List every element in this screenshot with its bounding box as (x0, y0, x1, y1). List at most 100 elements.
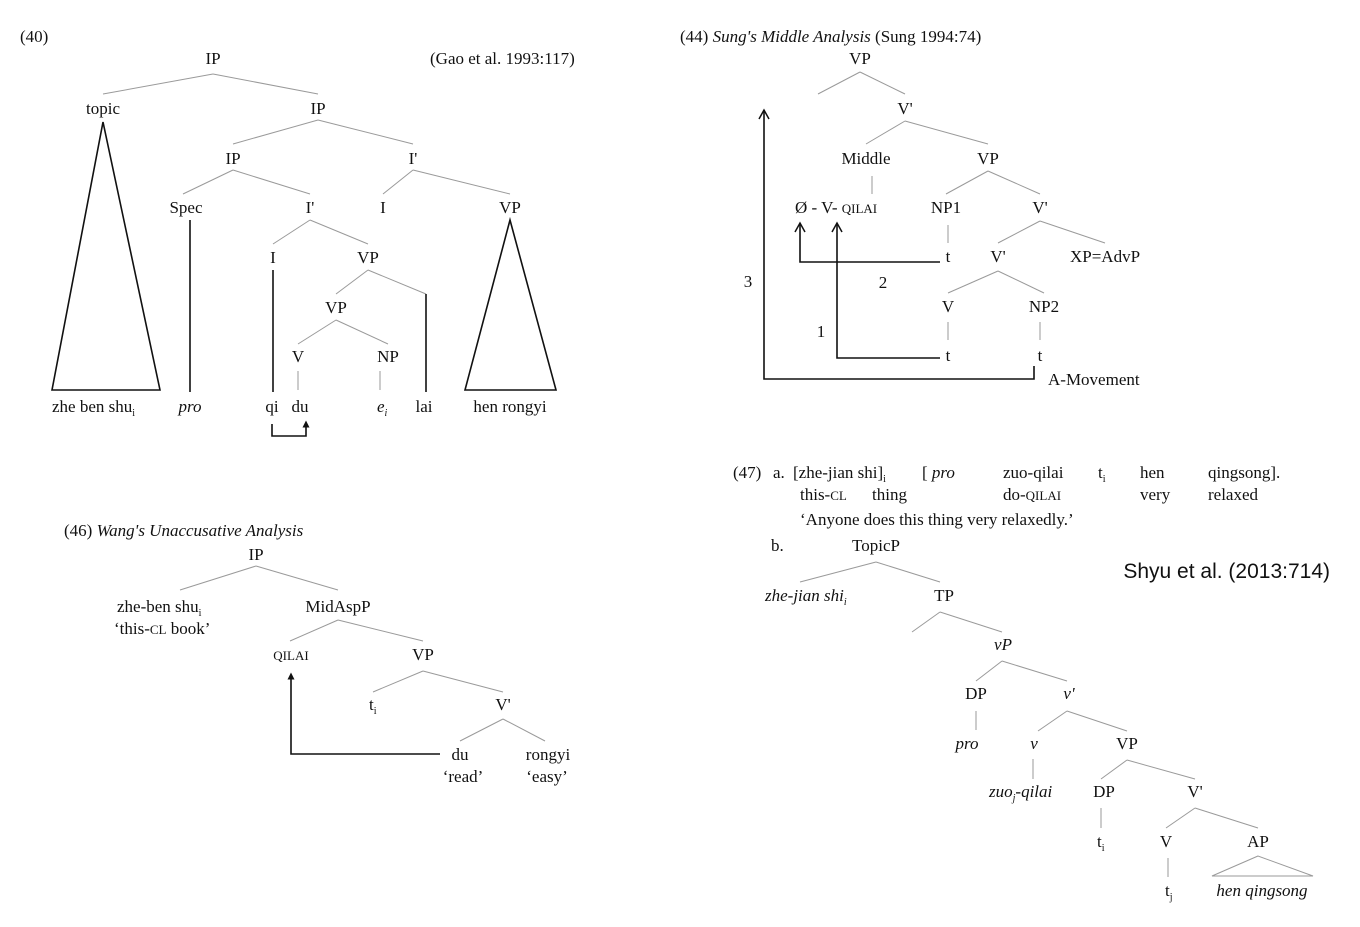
tree40-spec: Spec (169, 198, 203, 217)
tree44-heading: (44) Sung's Middle Analysis (Sung 1994:7… (680, 27, 981, 46)
ex47-word-1: [zhe-jian shi]i (793, 463, 886, 485)
tree40-np: NP (377, 347, 399, 366)
tree40-i-2: I (270, 248, 276, 267)
ex47-tp: TP (934, 586, 954, 605)
tree46-rongyi: rongyi (526, 745, 571, 764)
tree46-subject-gloss: ‘this-CL book’ (114, 619, 210, 638)
tree44-middle-leaf: Ø - V- QILAI (795, 198, 877, 217)
ex47-word-4: ti (1098, 463, 1106, 485)
tree46-vp: VP (412, 645, 434, 664)
tree44-branches (817, 71, 1106, 340)
tree44-v-bar-2: V' (1032, 198, 1047, 217)
tree46-qilai: QILAI (273, 648, 308, 663)
tree46-ip: IP (248, 545, 263, 564)
ex47-pro: pro (955, 734, 979, 753)
tree40-leaf-du: du (292, 397, 310, 416)
ex47-number: (47) (733, 463, 761, 482)
tree40-ip-top: IP (205, 49, 220, 68)
tree44-label-3: 3 (744, 272, 753, 291)
tree44-a-movement: A-Movement (1048, 370, 1140, 389)
tree40-citation: (Gao et al. 1993:117) (430, 49, 575, 68)
tree44-np1: NP1 (931, 198, 961, 217)
tree40-leaf-qi: qi (265, 397, 279, 416)
tree40-vp-1: VP (499, 198, 521, 217)
ex47-ap: AP (1247, 832, 1269, 851)
ex47-vp: VP (1116, 734, 1138, 753)
ex47-gloss-2: thing (872, 485, 907, 504)
tree46-du: du (452, 745, 470, 764)
ex47-v: V (1160, 832, 1173, 851)
ex47-word-2: [ pro (922, 463, 955, 482)
tree-46: (46) Wang's Unaccusative Analysis IP zhe… (64, 521, 570, 786)
tree44-movement-arrow-1 (831, 221, 940, 359)
tree40-number: (40) (20, 27, 48, 46)
ex47-zuo-qilai: zuoj-qilai (988, 782, 1053, 804)
ex47-trace-i: ti (1097, 832, 1105, 854)
ex47-v-bar: V' (1187, 782, 1202, 801)
ex47-little-v-bar: v' (1063, 684, 1075, 703)
ex47-dp-2: DP (1093, 782, 1115, 801)
tree40-leaf-e: ei (377, 397, 388, 419)
tree40-leaf-zhe: zhe ben shui (52, 397, 135, 419)
tree44-label-1: 1 (817, 322, 826, 341)
tree46-subject: zhe-ben shui (117, 597, 202, 619)
ex47-word-6: qingsong]. (1208, 463, 1280, 482)
ex47-word-5: hen (1140, 463, 1165, 482)
ex47-translation: ‘Anyone does this thing very relaxedly.’ (800, 510, 1074, 529)
ex47-little-v: v (1030, 734, 1038, 753)
ex47-gloss-1: this-CL (800, 485, 847, 504)
tree44-trace-2: t (946, 346, 951, 365)
tree46-branches (179, 565, 546, 742)
tree46-heading: (46) Wang's Unaccusative Analysis (64, 521, 304, 540)
ex47-a-label: a. (773, 463, 785, 482)
tree44-middle: Middle (841, 149, 890, 168)
tree-40: (40) (Gao et al. 1993:117) IP (20, 27, 575, 437)
tree46-du-gloss: ‘read’ (443, 767, 484, 786)
tree40-i-bar-1: I' (409, 149, 418, 168)
tree40-ip-2: IP (310, 99, 325, 118)
example-47: (47) a. [zhe-jian shi]i [ pro zuo-qilai … (733, 463, 1330, 903)
tree40-leaf-hen: hen rongyi (473, 397, 546, 416)
ex47-topic: zhe-jian shii (764, 586, 847, 608)
tree44-vp-top: VP (849, 49, 871, 68)
tree44-np2: NP2 (1029, 297, 1059, 316)
tree44-movement-arrow-3 (758, 108, 1035, 380)
ex47-b-label: b. (771, 536, 784, 555)
tree40-i-bar-2: I' (306, 198, 315, 217)
ex47-attribution: Shyu et al. (2013:714) (1123, 560, 1330, 583)
tree46-midaspp: MidAspP (305, 597, 370, 616)
tree44-trace-1: t (946, 247, 951, 266)
ex47-tree-branches (799, 561, 1314, 877)
ex47-trace-j: tj (1165, 881, 1173, 903)
ex47-gloss-3: do-QILAI (1003, 485, 1061, 504)
tree44-v-bar-1: V' (897, 99, 912, 118)
ex47-word-3: zuo-qilai (1003, 463, 1064, 482)
ex47-little-vp: vP (994, 635, 1012, 654)
tree44-label-2: 2 (879, 273, 888, 292)
tree40-branches (51, 73, 558, 392)
tree40-i-1: I (380, 198, 386, 217)
tree44-xp-advp: XP=AdvP (1070, 247, 1140, 266)
tree46-trace: ti (369, 695, 377, 717)
tree-44: (44) Sung's Middle Analysis (Sung 1994:7… (680, 27, 1140, 389)
tree46-movement-arrow (287, 672, 440, 755)
tree46-v-bar: V' (495, 695, 510, 714)
tree40-head-movement-arrow (271, 420, 310, 437)
tree44-v-bar-3: V' (990, 247, 1005, 266)
tree40-v: V (292, 347, 305, 366)
tree40-leaf-pro: pro (178, 397, 202, 416)
tree44-movement-arrow-2 (794, 221, 940, 263)
tree40-vp-2: VP (357, 248, 379, 267)
tree40-topic: topic (86, 99, 120, 118)
tree46-rongyi-gloss: ‘easy’ (526, 767, 568, 786)
ex47-dp-1: DP (965, 684, 987, 703)
tree40-ip-3: IP (225, 149, 240, 168)
ex47-gloss-4: very (1140, 485, 1171, 504)
tree40-leaf-lai: lai (416, 397, 433, 416)
tree40-vp-3: VP (325, 298, 347, 317)
ex47-topicp: TopicP (852, 536, 900, 555)
tree44-trace-3: t (1038, 346, 1043, 365)
ex47-hen-qingsong: hen qingsong (1216, 881, 1307, 900)
